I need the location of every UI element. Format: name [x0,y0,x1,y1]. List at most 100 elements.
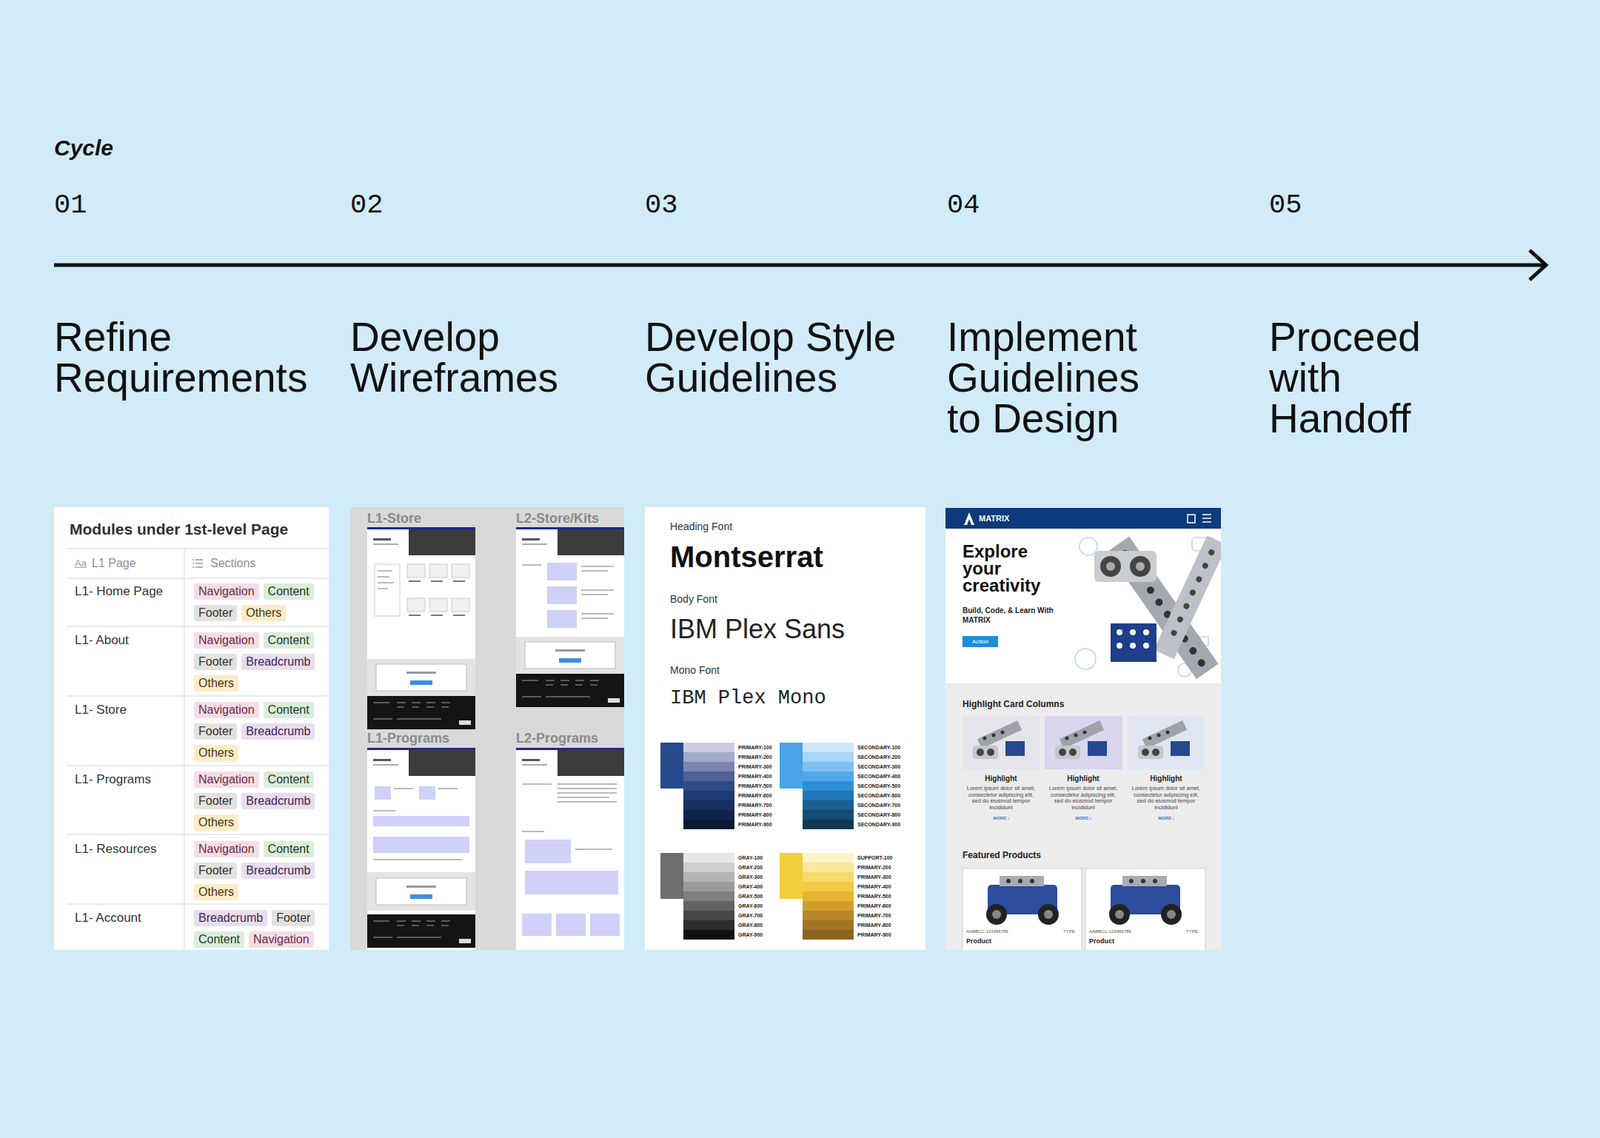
shape [1129,642,1136,649]
color-swatch [683,752,735,762]
shape [1044,715,1123,770]
column-header: Sections [210,556,256,571]
color-swatch [683,819,735,830]
shape [453,614,465,617]
shape [1116,629,1150,649]
shape [581,565,614,568]
color-swatch [683,781,735,791]
shape [367,747,476,950]
section-tag: Content [193,931,245,948]
shape [66,577,329,579]
color-swatch [802,761,854,772]
swatch-label: SECONDARY-100 [857,742,901,753]
logo-text: MATRIX [978,513,1010,524]
shape [945,507,1221,950]
shape [1109,875,1182,925]
shape [408,614,421,617]
shape [644,507,926,950]
shape [408,580,465,617]
shape [1055,720,1107,759]
swatch-label: GRAY-400 [738,881,763,892]
section-tag: Footer [193,862,237,879]
font-role: Heading Font [670,520,733,533]
shape [1195,575,1204,584]
shape [557,796,610,799]
color-swatch [683,852,735,863]
shape [451,564,470,578]
section-tag: Content [263,701,314,719]
section-tag: Others [193,675,239,692]
shape [521,564,542,566]
swatch-label: SECONDARY-900 [857,819,901,830]
shape [1116,629,1123,636]
shape [972,720,1025,759]
shape [521,839,620,936]
color-swatch [802,910,854,921]
color-swatch [779,742,803,789]
shape [66,903,329,905]
card-title: Highlight [962,774,1040,784]
action-button: Action [962,636,999,648]
swatch-label: PRIMARY-800 [738,809,773,820]
shape [524,870,619,895]
hero-subtitle: Build, Code, & Learn With MATRIX [962,605,1070,625]
color-swatch [660,742,684,789]
color-swatch [683,761,735,772]
color-swatch [660,852,684,899]
shape [1200,561,1210,571]
font-sample: IBM Plex Sans [670,614,845,645]
row-label: L1- Account [74,910,142,926]
color-swatch [802,862,854,873]
tag-list: NavigationContentFooterBreadcrumbOthers [193,771,326,831]
shape [581,617,608,619]
swatch-label: PRIMARY-200 [857,862,892,873]
shape [377,570,394,590]
shape [1116,642,1123,649]
more-link: MORE › [962,815,1040,822]
swatch-label: PRIMARY-100 [738,742,773,753]
shape [374,786,391,800]
shape [66,833,329,836]
shape [350,507,625,950]
card-text: Lorem ipsum dolor sit amet, consectetur … [965,785,1037,811]
swatch-label: GRAY-900 [738,929,763,940]
hero-heading: Explore your creativity [962,542,1056,594]
font-sample: IBM Plex Mono [670,687,827,710]
shape [547,610,577,628]
shape [367,872,476,911]
shape [373,786,470,853]
color-swatch [802,872,854,882]
shape [556,913,586,936]
shape [516,747,625,776]
shape [54,263,1544,268]
shape [373,836,470,853]
section-tag: Navigation [248,931,314,948]
shape [1075,648,1096,670]
shape [1135,561,1145,571]
wireframe-label: L1-Programs [367,730,450,746]
card-text: Lorem ipsum dolor sit amet, consectetur … [1130,785,1202,811]
color-swatch [683,881,735,892]
color-swatch [683,771,735,782]
color-swatch [802,771,854,782]
swatch-label: GRAY-100 [738,852,763,863]
swatch-label: PRIMARY-500 [738,781,773,791]
shape [1137,720,1190,759]
shape [1127,715,1205,770]
color-swatch [683,872,735,882]
swatch-label: PRIMARY-600 [738,790,773,801]
shape [66,695,329,697]
section-tag: Breadcrumb [193,909,268,927]
shape [516,747,625,950]
color-swatch [802,809,854,820]
shape [373,858,463,861]
color-swatch [683,891,735,902]
shape [1207,548,1216,557]
shape [1189,588,1198,597]
section-tag: Content [263,632,314,649]
shape [377,576,390,578]
swatch-label: SECONDARY-200 [857,752,901,762]
shape [195,562,203,565]
swatch-label: SUPPORT-100 [857,852,893,863]
product-code: TYPE [1186,928,1198,935]
